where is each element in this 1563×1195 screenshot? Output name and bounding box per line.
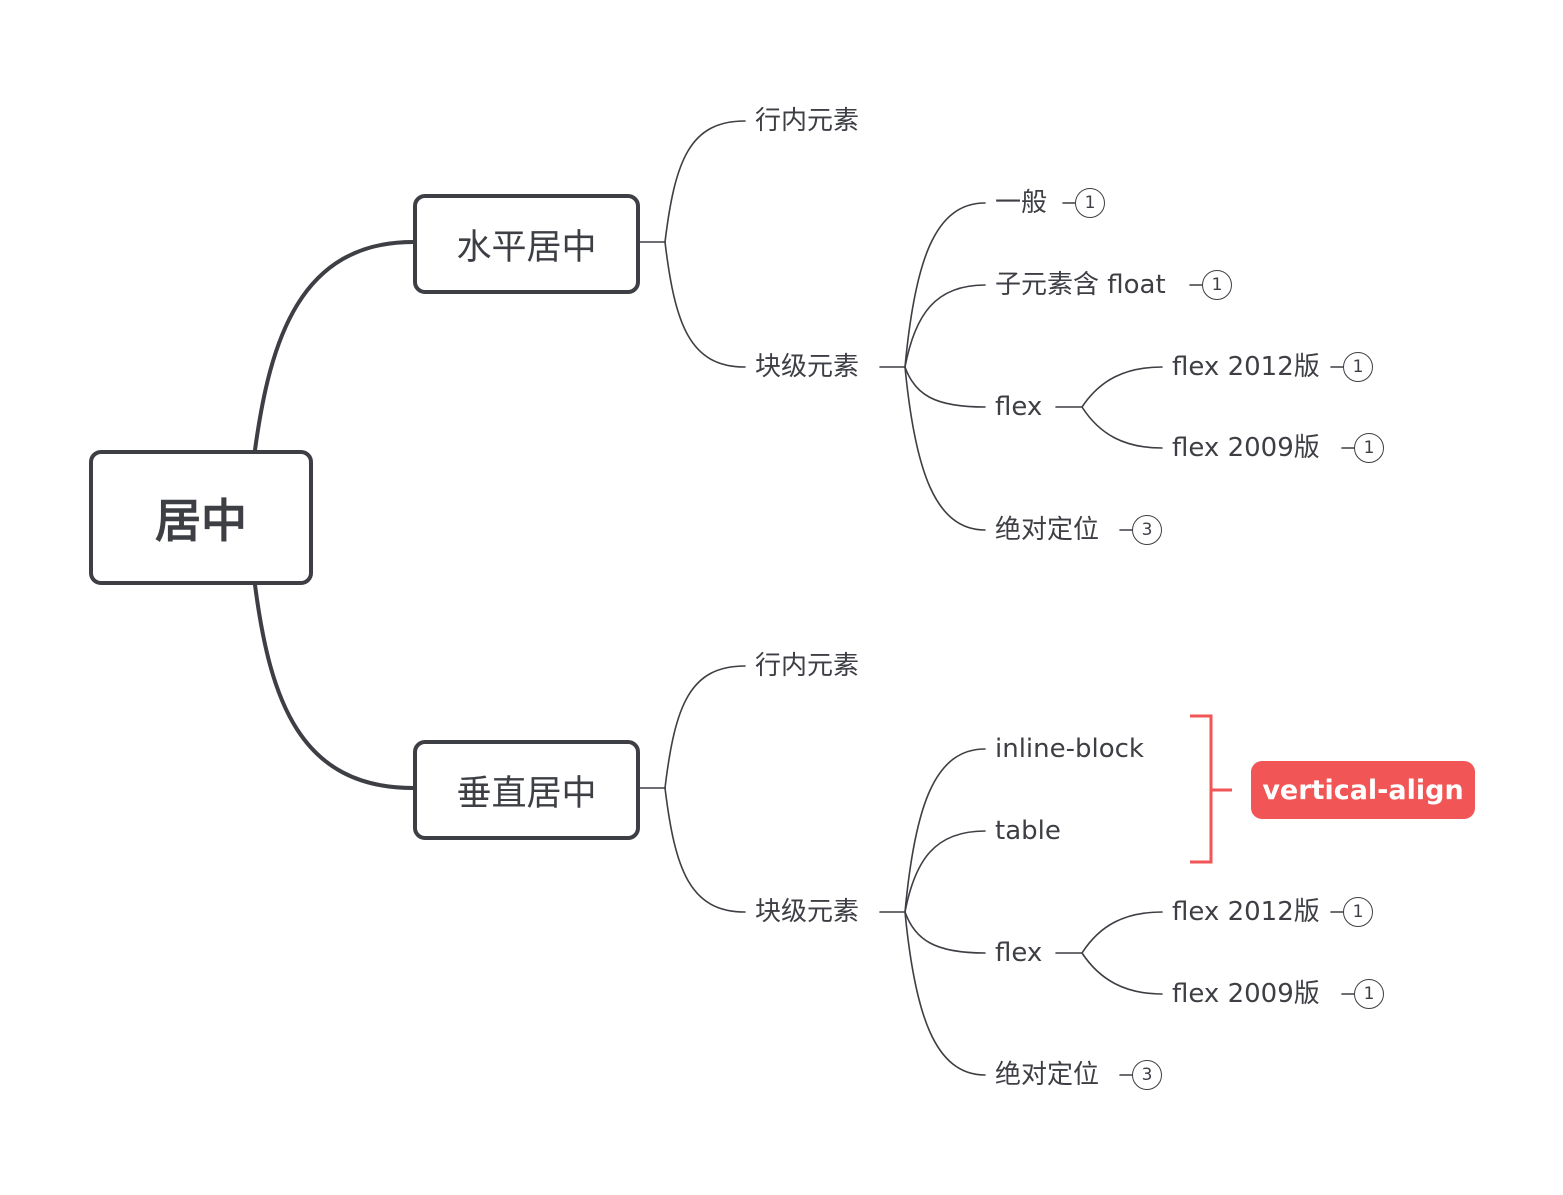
v-table-label: table	[995, 816, 1061, 846]
h-general-badge[interactable]: 1	[1075, 188, 1105, 218]
h-absolute-badge[interactable]: 3	[1132, 515, 1162, 545]
h-float-label: 子元素含 float	[995, 270, 1166, 300]
vertical-align-summary-tag[interactable]: vertical-align	[1251, 761, 1475, 819]
link-horizontal-inline	[664, 120, 746, 243]
h-inline-element-node[interactable]: 行内元素	[755, 104, 859, 138]
v-flex2012-label: flex 2012版	[1172, 897, 1320, 927]
link-v-absolute	[904, 911, 986, 1076]
root-label: 居中	[155, 493, 247, 548]
h-flex2009-label: flex 2009版	[1172, 433, 1320, 463]
v-flex2012-badge[interactable]: 1	[1343, 897, 1373, 927]
v-flex-label: flex	[995, 938, 1043, 968]
v-flex-node[interactable]: flex	[995, 936, 1042, 970]
link-h-absolute	[904, 366, 986, 531]
h-flex2012-node[interactable]: flex 2012版	[1172, 350, 1320, 384]
v-absolute-node[interactable]: 绝对定位	[995, 1058, 1099, 1092]
h-block-element-node[interactable]: 块级元素	[755, 350, 859, 384]
v-flex2012-node[interactable]: flex 2012版	[1172, 895, 1320, 929]
link-h-float	[904, 284, 986, 368]
h-float-node[interactable]: 子元素含 float	[995, 268, 1166, 302]
v-inline-element-label: 行内元素	[755, 651, 860, 681]
h-inline-element-label: 行内元素	[755, 106, 860, 136]
v-inline-block-label: inline-block	[995, 734, 1144, 764]
link-v-inline-block	[904, 748, 986, 913]
link-h-flex	[904, 366, 986, 408]
link-horizontal-block	[664, 241, 746, 368]
v-inline-element-node[interactable]: 行内元素	[755, 649, 859, 683]
h-absolute-node[interactable]: 绝对定位	[995, 513, 1099, 547]
h-float-badge[interactable]: 1	[1202, 270, 1232, 300]
v-block-element-label: 块级元素	[755, 897, 860, 927]
link-v-flex2009	[1081, 952, 1163, 995]
h-flex2009-node[interactable]: flex 2009版	[1172, 431, 1320, 465]
horizontal-center-node[interactable]: 水平居中	[413, 194, 640, 294]
link-v-flex	[904, 911, 986, 954]
h-block-element-label: 块级元素	[755, 352, 860, 382]
v-absolute-label: 绝对定位	[995, 1060, 1100, 1090]
link-h-general	[904, 202, 986, 368]
v-flex2009-label: flex 2009版	[1172, 979, 1320, 1009]
v-flex2009-node[interactable]: flex 2009版	[1172, 977, 1320, 1011]
summary-bracket	[1190, 714, 1213, 864]
link-vertical-inline	[664, 665, 746, 789]
link-h-flex2009	[1081, 406, 1163, 449]
v-table-node[interactable]: table	[995, 814, 1061, 848]
h-absolute-label: 绝对定位	[995, 515, 1100, 545]
h-flex2012-badge[interactable]: 1	[1343, 352, 1373, 382]
link-v-table	[904, 830, 986, 913]
v-absolute-badge[interactable]: 3	[1132, 1060, 1162, 1090]
h-flex2009-badge[interactable]: 1	[1354, 433, 1384, 463]
v-flex2009-badge[interactable]: 1	[1354, 979, 1384, 1009]
link-vertical-block	[664, 787, 746, 913]
link-v-flex2012	[1081, 911, 1163, 954]
root-node[interactable]: 居中	[89, 450, 313, 585]
vertical-align-summary-label: vertical-align	[1262, 774, 1464, 806]
link-root-vertical	[253, 583, 415, 790]
v-block-element-node[interactable]: 块级元素	[755, 895, 859, 929]
h-general-label: 一般	[995, 188, 1048, 218]
h-flex-label: flex	[995, 392, 1043, 422]
v-inline-block-node[interactable]: inline-block	[995, 732, 1144, 766]
h-general-node[interactable]: 一般	[995, 186, 1047, 220]
h-flex-node[interactable]: flex	[995, 390, 1042, 424]
horizontal-center-label: 水平居中	[456, 227, 597, 268]
vertical-center-label: 垂直居中	[456, 773, 597, 814]
link-h-flex2012	[1081, 366, 1163, 408]
vertical-center-node[interactable]: 垂直居中	[413, 740, 640, 840]
h-flex2012-label: flex 2012版	[1172, 352, 1320, 382]
link-root-horizontal	[253, 240, 415, 452]
